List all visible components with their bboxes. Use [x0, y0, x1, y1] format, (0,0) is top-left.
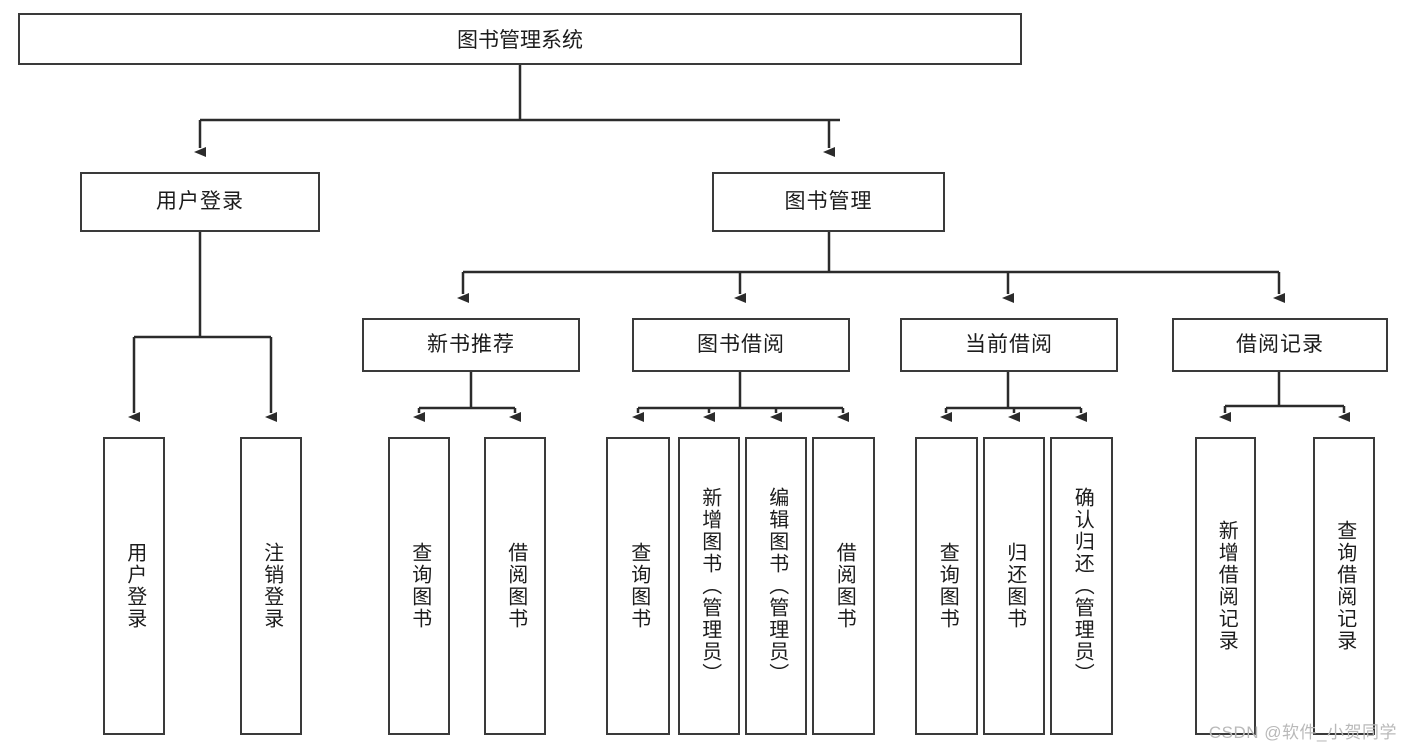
leaf-label: 借阅图书 [504, 542, 527, 630]
leaf-label: 查询图书 [408, 542, 431, 630]
node-book-borrow[interactable]: 图书借阅 [632, 318, 850, 372]
node-label: 当前借阅 [965, 333, 1053, 357]
leaf-label: 归还图书 [1003, 542, 1026, 630]
leaf-label: 注销登录 [260, 542, 283, 630]
leaf-label: 查询图书 [627, 542, 650, 630]
leaf-borrow-book-2[interactable]: 借阅图书 [812, 437, 875, 735]
node-user-login[interactable]: 用户登录 [80, 172, 320, 232]
leaf-label: 编辑图书（管理员） [765, 487, 788, 685]
node-root-book-management-system[interactable]: 图书管理系统 [18, 13, 1022, 65]
node-label: 新书推荐 [427, 333, 515, 357]
node-label: 图书管理系统 [457, 29, 583, 52]
leaf-add-book-admin[interactable]: 新增图书（管理员） [678, 437, 740, 735]
leaf-confirm-return[interactable]: 确认归还（管理员） [1050, 437, 1113, 735]
leaf-query-book-2[interactable]: 查询图书 [606, 437, 670, 735]
leaf-query-book-3[interactable]: 查询图书 [915, 437, 978, 735]
node-label: 借阅记录 [1236, 333, 1324, 357]
leaf-label: 新增借阅记录 [1215, 520, 1238, 652]
node-label: 图书借阅 [697, 333, 785, 357]
leaf-label: 确认归还（管理员） [1071, 487, 1094, 685]
leaf-user-login[interactable]: 用户登录 [103, 437, 165, 735]
leaf-query-book-1[interactable]: 查询图书 [388, 437, 450, 735]
leaf-edit-book-admin[interactable]: 编辑图书（管理员） [745, 437, 807, 735]
leaf-label: 用户登录 [123, 542, 146, 630]
node-label: 图书管理 [784, 190, 873, 214]
leaf-label: 查询借阅记录 [1333, 520, 1356, 652]
leaf-label: 查询图书 [936, 542, 959, 630]
node-current-borrow[interactable]: 当前借阅 [900, 318, 1118, 372]
leaf-query-record[interactable]: 查询借阅记录 [1313, 437, 1375, 735]
node-book-manage[interactable]: 图书管理 [712, 172, 945, 232]
node-new-book-recommend[interactable]: 新书推荐 [362, 318, 580, 372]
leaf-borrow-book-1[interactable]: 借阅图书 [484, 437, 546, 735]
leaf-add-record[interactable]: 新增借阅记录 [1195, 437, 1256, 735]
leaf-label: 借阅图书 [833, 542, 856, 630]
leaf-label: 新增图书（管理员） [698, 487, 721, 685]
leaf-user-logout[interactable]: 注销登录 [240, 437, 302, 735]
node-label: 用户登录 [156, 190, 244, 214]
leaf-return-book[interactable]: 归还图书 [983, 437, 1045, 735]
node-borrow-record[interactable]: 借阅记录 [1172, 318, 1388, 372]
csdn-watermark: CSDN @软件_小贺同学 [1208, 723, 1397, 742]
